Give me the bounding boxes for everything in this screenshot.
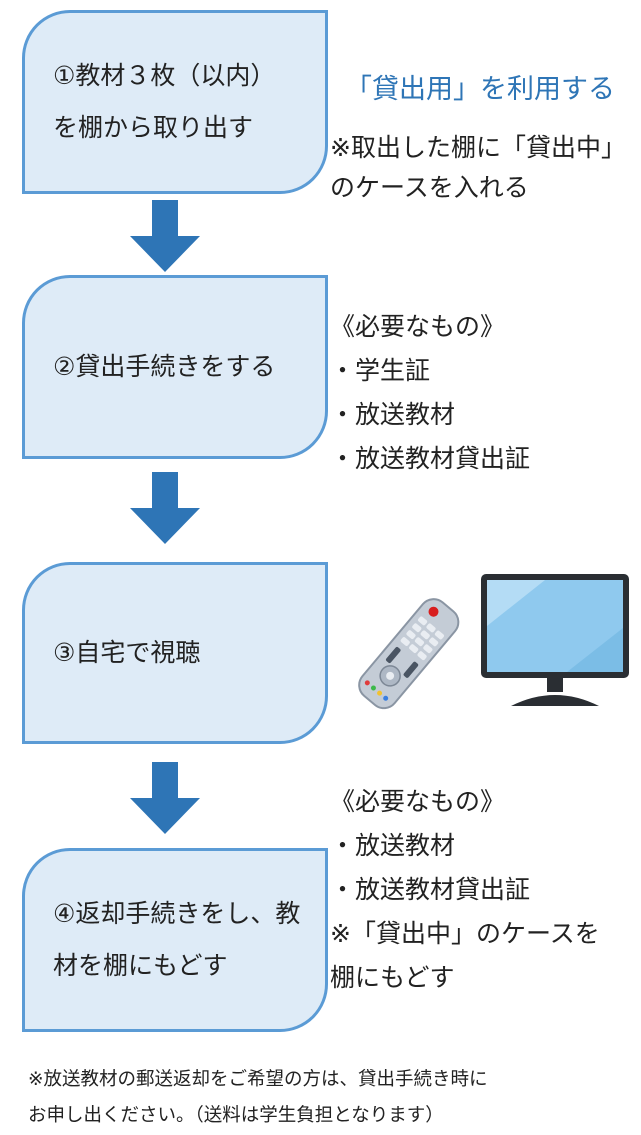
step-1-line-1: ①教材３枚（以内） [53,61,276,90]
step-4-note-header: 《必要なもの》 [330,787,506,816]
step-2-line-1: ②貸出手続きをする [53,352,276,381]
step-2-box: ②貸出手続きをする [22,275,328,459]
footer-note: ※放送教材の郵送返却をご希望の方は、貸出手続き時に お申し出ください。（送料は学… [28,1062,488,1134]
step-4-note: 《必要なもの》 ・放送教材 ・放送教材貸出証 ※「貸出中」のケースを 棚にもどす [330,780,600,1000]
step-4-box: ④返却手続きをし、教 材を棚にもどす [22,848,328,1032]
step-1-note: ※取出した棚に「貸出中」 のケースを入れる [330,128,626,208]
remote-control-icon [358,598,460,710]
step-2-item-3: ・放送教材貸出証 [330,444,531,473]
down-arrow-icon [130,762,200,834]
step-4-item-2: ・放送教材貸出証 [330,875,531,904]
step-4-note-line-1: ※「貸出中」のケースを [330,919,600,948]
step-3-box: ③自宅で視聴 [22,562,328,744]
step-3-line-1: ③自宅で視聴 [53,638,201,667]
down-arrow-icon [130,200,200,272]
step-1-note-line-2: のケースを入れる [330,173,529,202]
down-arrow-icon [130,472,200,544]
step-1-note-line-1: ※取出した棚に「貸出中」 [330,133,626,162]
footer-line-1: ※放送教材の郵送返却をご希望の方は、貸出手続き時に [28,1069,488,1090]
step-4-line-2: 材を棚にもどす [53,951,228,980]
step-4-note-line-2: 棚にもどす [330,963,455,992]
step-2-item-1: ・学生証 [330,356,431,385]
step-1-line-2: を棚から取り出す [53,113,254,142]
step-1-box: ①教材３枚（以内） を棚から取り出す [22,10,328,194]
step-2-item-2: ・放送教材 [330,400,456,429]
tv-monitor-icon [481,574,629,706]
step-2-note-header: 《必要なもの》 [330,312,506,341]
footer-line-2: お申し出ください。（送料は学生負担となります） [28,1105,444,1126]
step-2-note: 《必要なもの》 ・学生証 ・放送教材 ・放送教材貸出証 [330,305,530,481]
step-4-line-1: ④返却手続きをし、教 [53,899,301,928]
step-4-item-1: ・放送教材 [330,831,456,860]
step-1-title: 「貸出用」を利用する [345,74,615,105]
